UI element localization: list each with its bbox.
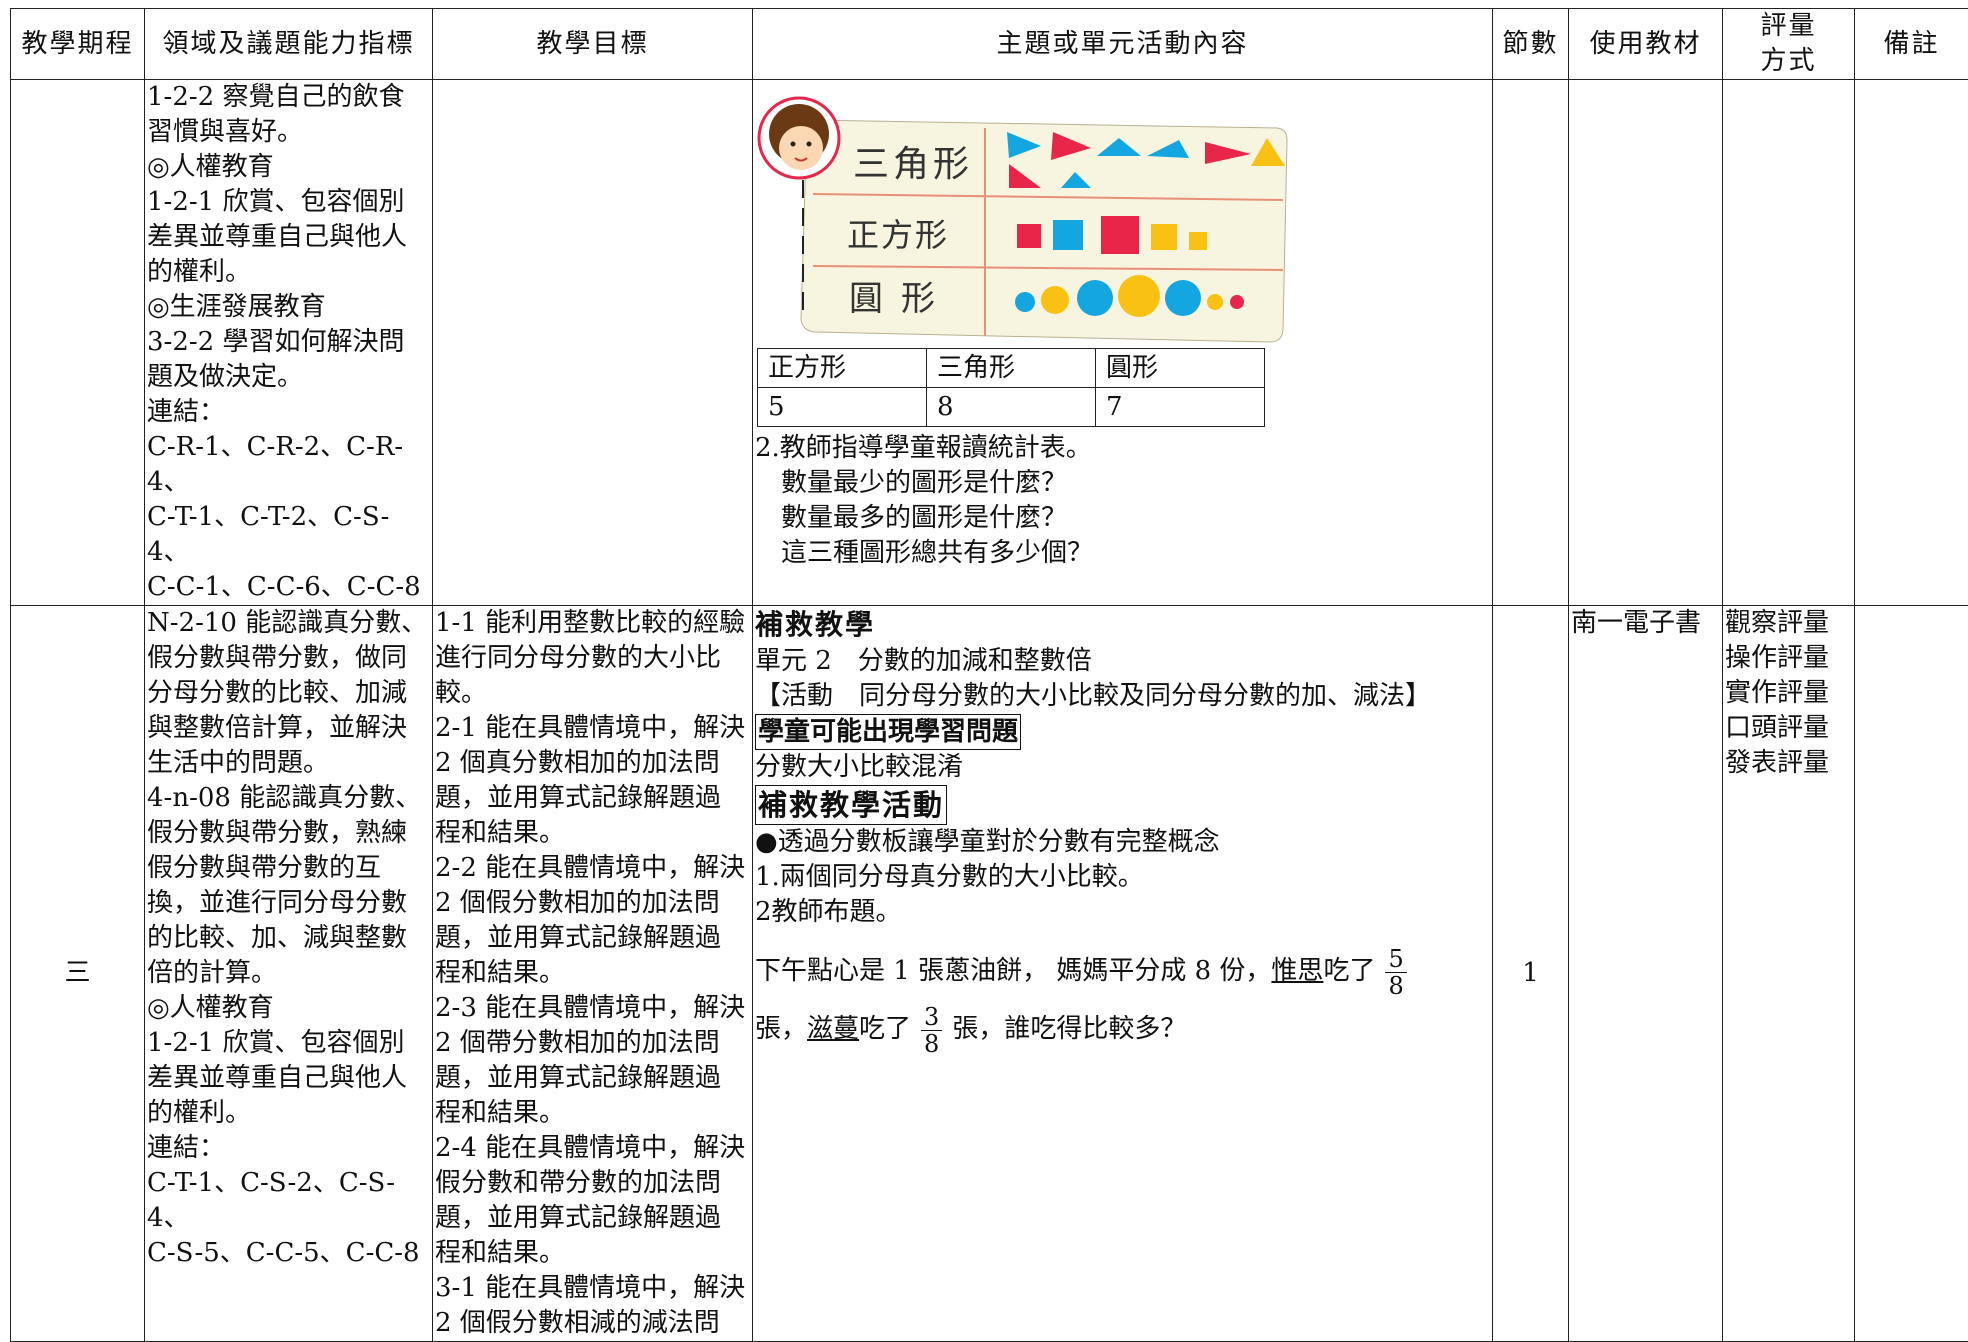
row2-notes: [1855, 606, 1968, 1342]
illustration-label-circle: 圓形: [849, 279, 953, 319]
header-indicators: 領域及議題能力指標: [145, 9, 433, 80]
row1-period: [11, 80, 145, 606]
step-1: 1.兩個同分母真分數的大小比較。: [755, 860, 1490, 895]
row1-sessions: [1493, 80, 1569, 606]
problem-heading: 學童可能出現學習問題: [755, 714, 1021, 750]
header-period: 教學期程: [11, 9, 145, 80]
shapes-illustration: 三角形 正方形 圓形: [755, 84, 1315, 344]
question-1: 數量最少的圖形是什麼？: [755, 466, 1490, 501]
header-row: 教學期程 領域及議題能力指標 教學目標 主題或單元活動內容 節數 使用教材 評量…: [11, 9, 1968, 80]
header-notes: 備註: [1855, 9, 1968, 80]
activity-text: 【活動 同分母分數的大小比較及同分母分數的加、減法】: [755, 679, 1490, 714]
question-2: 數量最多的圖形是什麼？: [755, 501, 1490, 536]
activity-heading: 補救教學活動: [755, 785, 947, 825]
illustration-label-square: 正方形: [847, 216, 949, 254]
row2-sessions: 1: [1493, 606, 1569, 1342]
row2-materials: 南一電子書: [1569, 606, 1723, 1342]
row1-goals: [433, 80, 753, 606]
header-goals: 教學目標: [433, 9, 753, 80]
bullet-text: ●透過分數板讓學童對於分數有完整概念: [755, 825, 1490, 860]
row2-content: 補救教學 單元 2 分數的加減和整數倍 【活動 同分母分數的大小比較及同分母分數…: [753, 606, 1493, 1342]
fraction-1-numerator: 5: [1385, 946, 1406, 973]
stats-header-square: 正方形: [758, 349, 927, 388]
unit-text: 單元 2 分數的加減和整數倍: [755, 644, 1490, 679]
remedial-title: 補救教學: [755, 606, 1490, 644]
fraction-2-numerator: 3: [921, 1004, 942, 1031]
row2-goals: 1-1 能利用整數比較的經驗 進行同分母分數的大小比 較。 2-1 能在具體情境…: [433, 606, 753, 1342]
story-text-2: 張，: [755, 1014, 807, 1044]
fraction-2-denominator: 8: [924, 1031, 939, 1057]
row1-content: 三角形 正方形 圓形: [753, 80, 1493, 606]
guide-text: 2.教師指導學童報讀統計表。: [755, 431, 1490, 466]
problem-text: 分數大小比較混淆: [755, 750, 1490, 785]
row-week-continued: 1-2-2 察覺自己的飲食 習慣與喜好。 ◎人權教育 1-2-1 欣賞、包容個別…: [11, 80, 1968, 606]
stats-value-circle: 7: [1096, 388, 1265, 427]
header-assessment-line1: 評量: [1723, 9, 1854, 44]
stats-value-square: 5: [758, 388, 927, 427]
question-3: 這三種圖形總共有多少個？: [755, 536, 1490, 571]
girl-avatar-icon: [759, 98, 839, 178]
story-text-3: 張，誰吃得比較多？: [952, 1014, 1186, 1044]
lesson-plan-table: 教學期程 領域及議題能力指標 教學目標 主題或單元活動內容 節數 使用教材 評量…: [10, 8, 1968, 1342]
header-materials: 使用教材: [1569, 9, 1723, 80]
stats-header-circle: 圓形: [1096, 349, 1265, 388]
row1-notes: [1855, 80, 1968, 606]
step-2: 2教師布題。: [755, 895, 1490, 930]
row1-indicators: 1-2-2 察覺自己的飲食 習慣與喜好。 ◎人權教育 1-2-1 欣賞、包容個別…: [145, 80, 433, 606]
name-weisi: 惟思: [1271, 956, 1323, 986]
row-week-3: 三 N-2-10 能認識真分數、 假分數與帶分數，做同 分母分數的比較、加減 與…: [11, 606, 1968, 1342]
header-sessions: 節數: [1493, 9, 1569, 80]
fraction-1-denominator: 8: [1388, 973, 1403, 999]
story-text-1: 下午點心是 1 張蔥油餅， 媽媽平分成 8 份，: [755, 956, 1271, 986]
story-eat-2: 吃了: [859, 1014, 911, 1044]
illustration-label-triangle: 三角形: [853, 144, 973, 185]
row2-indicators: N-2-10 能認識真分數、 假分數與帶分數，做同 分母分數的比較、加減 與整數…: [145, 606, 433, 1342]
story-eat-1: 吃了: [1323, 956, 1375, 986]
row1-assessment: [1723, 80, 1855, 606]
header-content: 主題或單元活動內容: [753, 9, 1493, 80]
shape-count-table: 正方形 三角形 圓形 5 8 7: [757, 348, 1265, 427]
row2-assessment: 觀察評量 操作評量 實作評量 口頭評量 發表評量: [1723, 606, 1855, 1342]
header-assessment: 評量 方式: [1723, 9, 1855, 80]
stats-header-triangle: 三角形: [927, 349, 1096, 388]
row1-materials: [1569, 80, 1723, 606]
name-ziman: 滋蔓: [807, 1014, 859, 1044]
header-assessment-line2: 方式: [1723, 44, 1854, 79]
row2-period: 三: [11, 606, 145, 1342]
stats-value-triangle: 8: [927, 388, 1096, 427]
